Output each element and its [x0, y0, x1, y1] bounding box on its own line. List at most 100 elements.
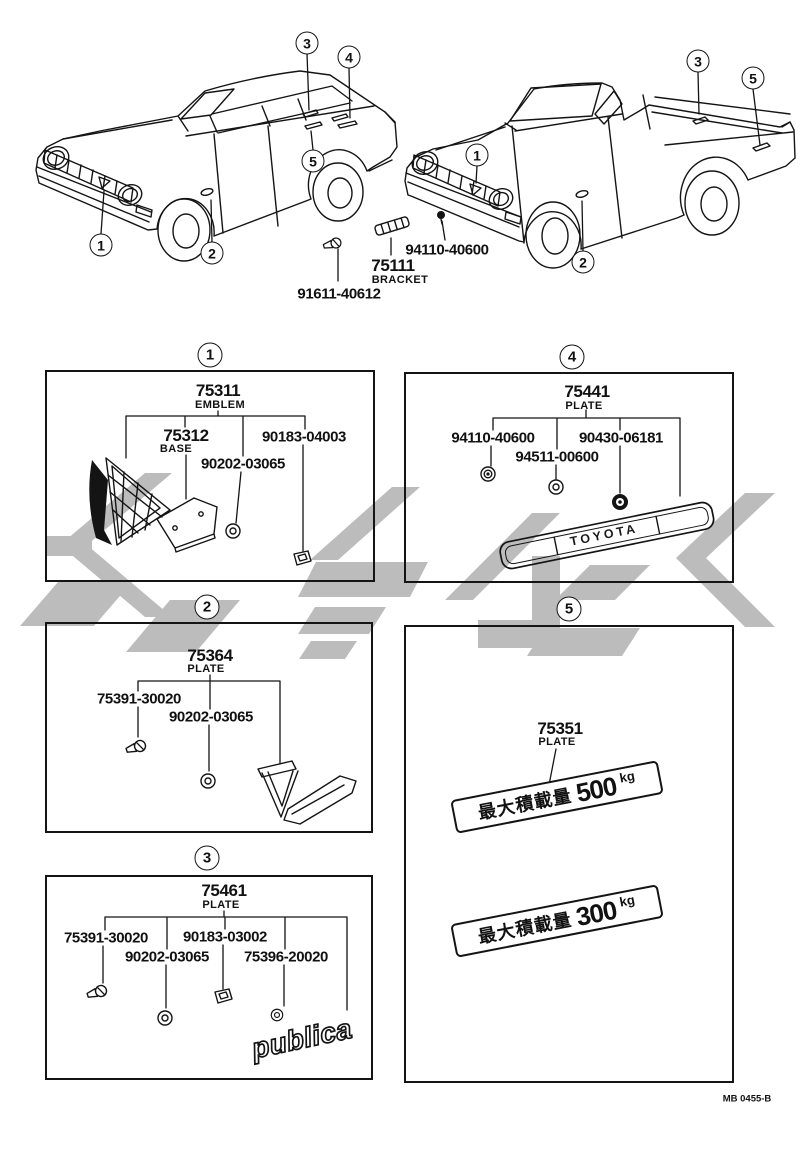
box4-art	[480, 409, 715, 570]
part-number-90430-06181[interactable]: 90430-06181	[578, 429, 664, 447]
pickup-bed-strips	[692, 116, 771, 152]
wagon-body-outline	[35, 70, 398, 237]
part-name-plate-75351: PLATE	[538, 736, 576, 748]
wagon-rear-wheel	[312, 162, 364, 222]
callout-2-pickup[interactable]: 2	[571, 250, 595, 274]
wagon-beltline	[185, 105, 375, 137]
section-circle-1[interactable]: 1	[197, 342, 223, 368]
section-circle-2[interactable]: 2	[194, 594, 220, 620]
emblem-sail	[89, 460, 112, 545]
wagon-hood-lines	[62, 115, 189, 140]
pickup-windshield	[509, 83, 602, 122]
pickup-headlight-left	[411, 150, 439, 176]
part-number-75311[interactable]: 75311	[195, 381, 241, 400]
callout-3-pickup[interactable]: 3	[686, 49, 710, 73]
arrow-plate-drawing	[283, 775, 357, 825]
wagon-side-glass	[209, 85, 353, 134]
wagon-headlight-right	[117, 183, 143, 207]
wagon-windshield	[180, 88, 235, 120]
wagon-bumper	[36, 166, 152, 223]
part-number-75461[interactable]: 75461	[201, 881, 247, 900]
wagon-rear-lines	[368, 111, 396, 172]
part-number-90202-03065[interactable]: 90202-03065	[200, 455, 286, 473]
part-number-75364[interactable]: 75364	[187, 646, 233, 665]
part-name-plate-75364: PLATE	[187, 663, 225, 675]
section-circle-3[interactable]: 3	[194, 845, 220, 871]
section-box-4	[404, 372, 734, 583]
pickup-body-outline	[404, 82, 796, 250]
pickup-drawing	[404, 82, 796, 269]
box3-art	[85, 910, 348, 1026]
callout-5-pickup[interactable]: 5	[741, 66, 765, 90]
box2-art	[124, 674, 357, 825]
part-number-94110-40600-box4[interactable]: 94110-40600	[451, 429, 535, 447]
pickup-turn-signal	[504, 211, 522, 225]
box4-tree	[490, 409, 681, 497]
pickup-headlight-right	[488, 187, 514, 211]
base-plate-drawing	[156, 497, 218, 553]
pickup-grille-hatch	[423, 159, 487, 200]
section-box-1	[45, 370, 375, 582]
wagon-grille-hatch	[54, 154, 118, 195]
part-name-plate-75461: PLATE	[202, 899, 240, 911]
callout-1-pickup[interactable]: 1	[465, 143, 489, 167]
callout-5-wagon[interactable]: 5	[301, 149, 325, 173]
section-box-2	[45, 622, 373, 833]
pickup-beltline	[514, 113, 623, 132]
screw-icon	[321, 236, 343, 252]
box1-tree	[125, 410, 306, 552]
wagon-front-wheel	[157, 198, 211, 262]
part-number-91611-40612[interactable]: 91611-40612	[297, 285, 381, 303]
bracket-icon	[374, 216, 410, 236]
wagon-drawing	[35, 70, 398, 262]
pickup-side-window	[594, 90, 623, 125]
part-number-90202-03065-box3[interactable]: 90202-03065	[124, 948, 210, 966]
plate-500-value: 500	[573, 770, 619, 808]
callout-3-wagon[interactable]: 3	[295, 31, 319, 55]
pickup-door-lines	[511, 116, 623, 244]
part-number-75391-30020[interactable]: 75391-30020	[96, 690, 182, 708]
wagon-grille	[43, 149, 134, 203]
wagon-fender-clip	[200, 188, 214, 196]
wagon-turn-signal	[135, 204, 153, 218]
part-number-94110-40600[interactable]: 94110-40600	[405, 241, 489, 259]
part-number-90183-03002[interactable]: 90183-03002	[182, 928, 268, 946]
callout-4-wagon[interactable]: 4	[337, 45, 361, 69]
section-box-3	[45, 875, 373, 1080]
pickup-bumper-clip-dot	[437, 211, 445, 219]
part-name-bracket: BRACKET	[371, 274, 429, 286]
callout-leader-lines	[100, 52, 761, 282]
part-number-90202-03065-box2[interactable]: 90202-03065	[168, 708, 254, 726]
box5-art	[548, 748, 557, 786]
part-name-emblem: EMBLEM	[194, 399, 246, 411]
box3-tree	[102, 910, 348, 1011]
wagon-door-lines	[213, 125, 279, 234]
pickup-fender-clip	[575, 190, 589, 198]
part-number-75312[interactable]: 75312	[163, 426, 209, 445]
pickup-front-wheel	[525, 201, 581, 269]
part-number-94511-00600[interactable]: 94511-00600	[515, 448, 599, 466]
section-box-5	[404, 625, 734, 1083]
plate-300-value: 300	[573, 894, 619, 932]
section-circle-5[interactable]: 5	[556, 596, 582, 622]
callout-1-wagon[interactable]: 1	[89, 233, 113, 257]
part-number-90183-04003[interactable]: 90183-04003	[261, 428, 347, 446]
wagon-roof-strips	[302, 109, 358, 130]
pickup-grille	[412, 154, 501, 207]
callout-2-wagon[interactable]: 2	[200, 241, 224, 265]
plate-300-unit: kg	[618, 891, 636, 910]
part-name-base: BASE	[159, 443, 193, 455]
plate-500-unit: kg	[618, 767, 636, 786]
part-number-75391-30020-box3[interactable]: 75391-30020	[63, 929, 149, 947]
pickup-grille-emblem	[469, 183, 482, 196]
part-number-75441[interactable]: 75441	[564, 382, 610, 401]
part-number-75396-20020[interactable]: 75396-20020	[243, 948, 329, 966]
pickup-bed-lines	[642, 94, 794, 146]
section-circle-4[interactable]: 4	[559, 344, 585, 370]
part-number-75111[interactable]: 75111	[371, 256, 415, 275]
pickup-rear-wheel	[684, 170, 740, 236]
box2-tree	[137, 674, 281, 772]
part-number-75351[interactable]: 75351	[537, 719, 583, 738]
box1-art	[89, 410, 312, 566]
